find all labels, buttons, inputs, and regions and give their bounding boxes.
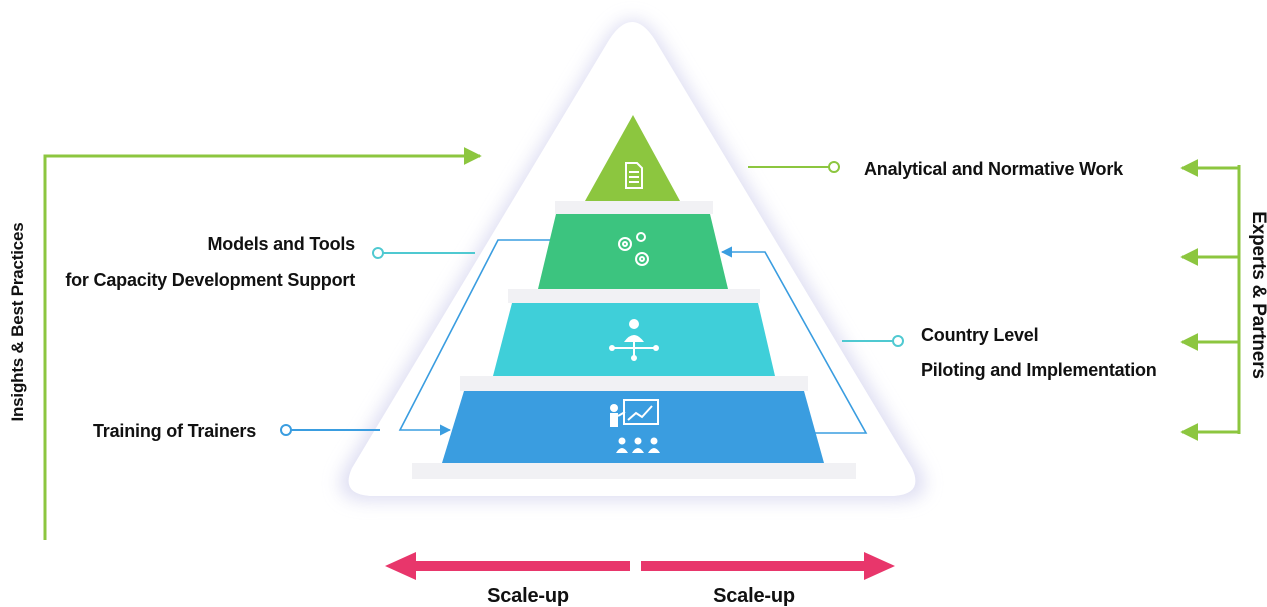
tier-country-level: [493, 303, 775, 376]
label-trainers: Training of Trainers: [93, 421, 256, 441]
label-models-line1: Models and Tools: [208, 234, 356, 254]
document-icon: [625, 162, 643, 189]
label-experts: Experts & Partners: [1248, 211, 1267, 378]
tier-models-tools: [538, 214, 728, 289]
label-country-line2: Piloting and Implementation: [921, 360, 1157, 380]
label-models-line2: for Capacity Development Support: [65, 270, 355, 290]
connector-models: [372, 247, 475, 259]
tier-separators: [412, 201, 856, 479]
label-country-line1: Country Level: [921, 325, 1038, 345]
insights-arrow: [43, 147, 482, 540]
inner-loop-arrows: [398, 239, 868, 436]
experts-bracket: [1180, 159, 1241, 441]
gears-icon: [618, 232, 649, 266]
connector-trainers: [280, 424, 380, 436]
tier-analytical: [585, 115, 680, 201]
label-scale-right: Scale-up: [713, 585, 795, 607]
connector-country: [842, 335, 904, 347]
label-insights: Insights & Best Practices: [8, 222, 27, 421]
scale-up-arrows: [385, 552, 895, 580]
tier-training: [442, 391, 824, 463]
label-analytical: Analytical and Normative Work: [864, 159, 1124, 179]
presentation-icon: [610, 399, 660, 453]
connector-analytical: [748, 161, 840, 173]
label-scale-left: Scale-up: [487, 585, 569, 607]
network-person-icon: [609, 319, 659, 361]
